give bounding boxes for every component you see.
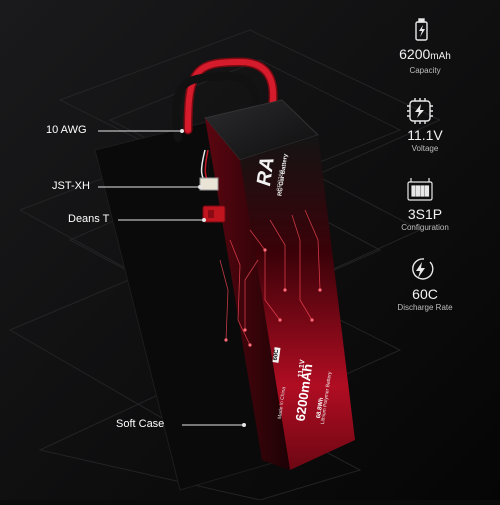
cell-pack-icon — [407, 178, 433, 201]
callout-10awg: 10 AWG — [46, 124, 87, 136]
spec-capacity: 6200mAh Capacity — [385, 46, 465, 75]
callout-leaders — [98, 130, 242, 426]
deans-t-tab — [208, 210, 214, 218]
spec-discharge-caption: Discharge Rate — [397, 303, 453, 312]
battery-front — [240, 135, 355, 470]
callout-deans-t: Deans T — [68, 213, 110, 225]
spec-discharge-value: 60C — [412, 286, 438, 302]
callout-soft-case: Soft Case — [116, 418, 165, 430]
circuit-pattern — [219, 209, 321, 346]
spec-discharge: 60C Discharge Rate — [385, 286, 465, 312]
spec-voltage-caption: Voltage — [411, 144, 439, 153]
callout-dots — [180, 129, 246, 427]
spec-configuration-caption: Configuration — [401, 223, 449, 232]
bolt-circle-icon — [412, 258, 434, 280]
spec-configuration: 3S1P Configuration — [385, 206, 465, 232]
jst-xh-connector — [199, 177, 219, 191]
callout-jst-xh: JST-XH — [52, 180, 90, 192]
battery-logo: RA — [253, 155, 279, 188]
battery-side — [205, 118, 290, 470]
spec-capacity-caption: Capacity — [409, 66, 441, 75]
spec-configuration-value: 3S1P — [407, 206, 443, 222]
circuit-nodes — [224, 248, 322, 347]
battery-icon — [415, 18, 428, 41]
spec-capacity-unit: mAh — [430, 51, 451, 62]
power-wires — [172, 57, 278, 142]
spec-voltage: 11.1V Voltage — [385, 127, 465, 153]
spec-voltage-value: 11.1V — [407, 127, 443, 143]
spec-capacity-number: 6200 — [399, 46, 431, 62]
spec-capacity-value: 6200mAh — [385, 46, 465, 65]
chip-bolt-icon — [407, 98, 433, 124]
